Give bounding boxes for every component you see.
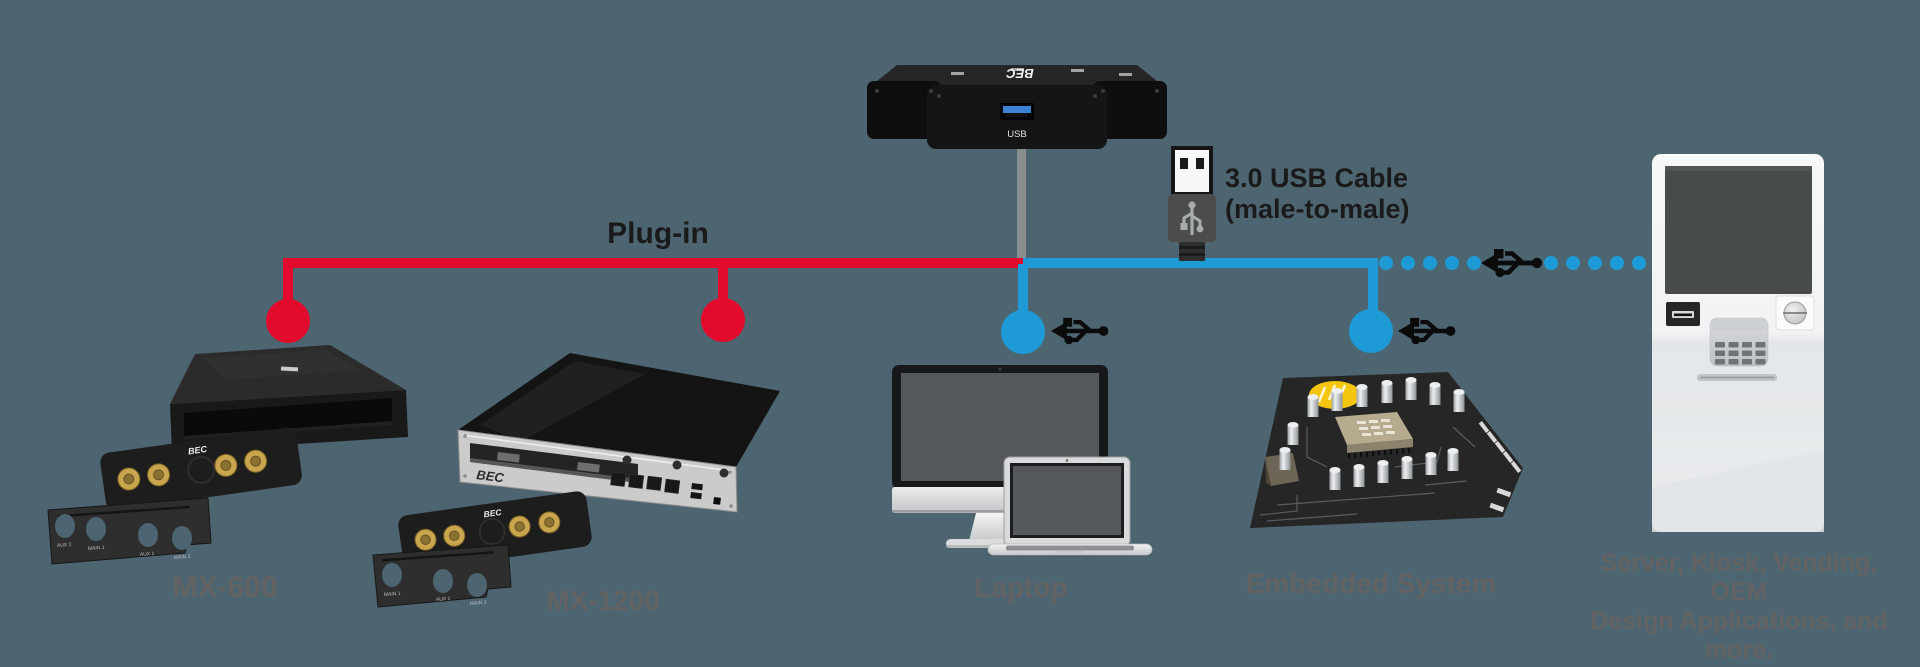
embedded-system-board <box>1250 372 1523 528</box>
embedded-node-dot <box>1349 309 1393 353</box>
antenna-brand-logo: BEC <box>187 444 208 457</box>
dashed-line-dot <box>1544 256 1558 270</box>
mx1200-bracket: MAIN 1 AUX 1 MAIN 2 <box>345 544 512 608</box>
bracket-port-label: MAIN 2 <box>470 600 487 607</box>
dashed-line-dot <box>1467 256 1481 270</box>
ethernet-ports <box>610 471 681 494</box>
dashed-line-dot <box>1566 256 1580 270</box>
usb-connector-male-icon <box>1168 146 1216 261</box>
usb-trident-icon <box>1051 312 1111 350</box>
plug-in-bus-line <box>283 258 1023 268</box>
usb-port-label: USB <box>1007 129 1027 140</box>
mx600-device: BEC AUX 2 MAIN 1 AUX 1 MAIN 2 <box>47 345 408 565</box>
laptop-keyboard <box>1006 545 1134 551</box>
dashed-line-dot <box>1379 256 1393 270</box>
mx600-bracket: AUX 2 MAIN 1 AUX 1 MAIN 2 <box>47 497 212 565</box>
receipt-slot <box>1697 374 1777 381</box>
bracket-port-label: MAIN 1 <box>384 591 401 598</box>
usb-trident-icon <box>1481 243 1545 283</box>
mx1200-panel-logo: BEC <box>476 467 506 485</box>
mx1200-router: BEC <box>457 353 780 513</box>
antenna-brand-logo: BEC <box>483 507 503 520</box>
sma-connectors <box>117 449 268 491</box>
kiosk-label-line1: Server, Kiosk, Vending, OEM <box>1600 549 1878 606</box>
laptop-screen <box>1013 466 1121 535</box>
dashed-line-dot <box>1401 256 1415 270</box>
laptop <box>985 456 1155 558</box>
mx1200-drop-line <box>718 264 728 302</box>
mx600-label: MX-600 <box>172 571 278 604</box>
laptop-label: Laptop <box>974 572 1068 603</box>
edge-connector <box>1478 421 1522 513</box>
dashed-line-dot <box>1632 256 1646 270</box>
hub-brand-logo: BEC <box>1006 66 1034 81</box>
usb-ports <box>690 483 703 500</box>
kiosk-screen <box>1665 166 1812 294</box>
embedded-drop-line <box>1368 264 1378 310</box>
hub-usb-cable <box>1017 146 1026 262</box>
usb-cable-note-line2: (male-to-male) <box>1225 194 1410 224</box>
cpu-chip <box>1335 412 1413 458</box>
mx1200-label: MX-1200 <box>546 585 660 616</box>
kiosk-lock-dial <box>1775 295 1815 331</box>
bracket-port-label: MAIN 2 <box>174 554 191 561</box>
sim-slot <box>470 443 638 483</box>
bracket-port-label: AUX 1 <box>436 596 451 603</box>
usb-bus-line <box>1023 258 1378 268</box>
bracket-port-label: AUX 1 <box>140 551 155 558</box>
usb-trident-icon <box>1398 312 1458 350</box>
kiosk-label-line2: Design Applications, and <box>1590 607 1888 635</box>
laptop-drop-line <box>1018 264 1028 312</box>
laptop-node-dot <box>1001 310 1045 354</box>
mx600-antenna-module: BEC <box>100 427 302 511</box>
dashed-line-dot <box>1588 256 1602 270</box>
usb-cable-note-line1: 3.0 USB Cable <box>1225 163 1409 193</box>
usb-cable-note: 3.0 USB Cable (male-to-male) <box>1225 163 1410 225</box>
mx1200-device: BEC BEC <box>345 353 780 608</box>
dashed-line-dot <box>1610 256 1624 270</box>
hub-top-face <box>867 65 1167 89</box>
mx600-drop-line <box>283 264 293 302</box>
laptop-devices <box>892 365 1155 558</box>
embedded-system-label: Embedded System <box>1245 568 1497 599</box>
capacitors <box>1279 377 1465 490</box>
kiosk-keypad <box>1709 317 1769 367</box>
sma-connectors <box>414 511 561 551</box>
kiosk-label-line3: more. <box>1704 636 1774 664</box>
bracket-port-label: MAIN 1 <box>88 545 105 552</box>
dashed-line-dot <box>1445 256 1459 270</box>
mx1200-node-dot <box>701 298 745 342</box>
usb-trident-mark <box>1180 201 1204 235</box>
kiosk-label: Server, Kiosk, Vending, OEM Design Appli… <box>1584 549 1894 665</box>
card-reader <box>1666 302 1700 326</box>
plug-in-label: Plug-in <box>607 217 709 250</box>
dashed-line-dot <box>1423 256 1437 270</box>
usb-hub-device: BEC USB <box>867 65 1167 149</box>
bracket-port-label: AUX 2 <box>57 542 72 549</box>
mx600-node-dot <box>266 299 310 343</box>
kiosk-device <box>1652 154 1824 532</box>
